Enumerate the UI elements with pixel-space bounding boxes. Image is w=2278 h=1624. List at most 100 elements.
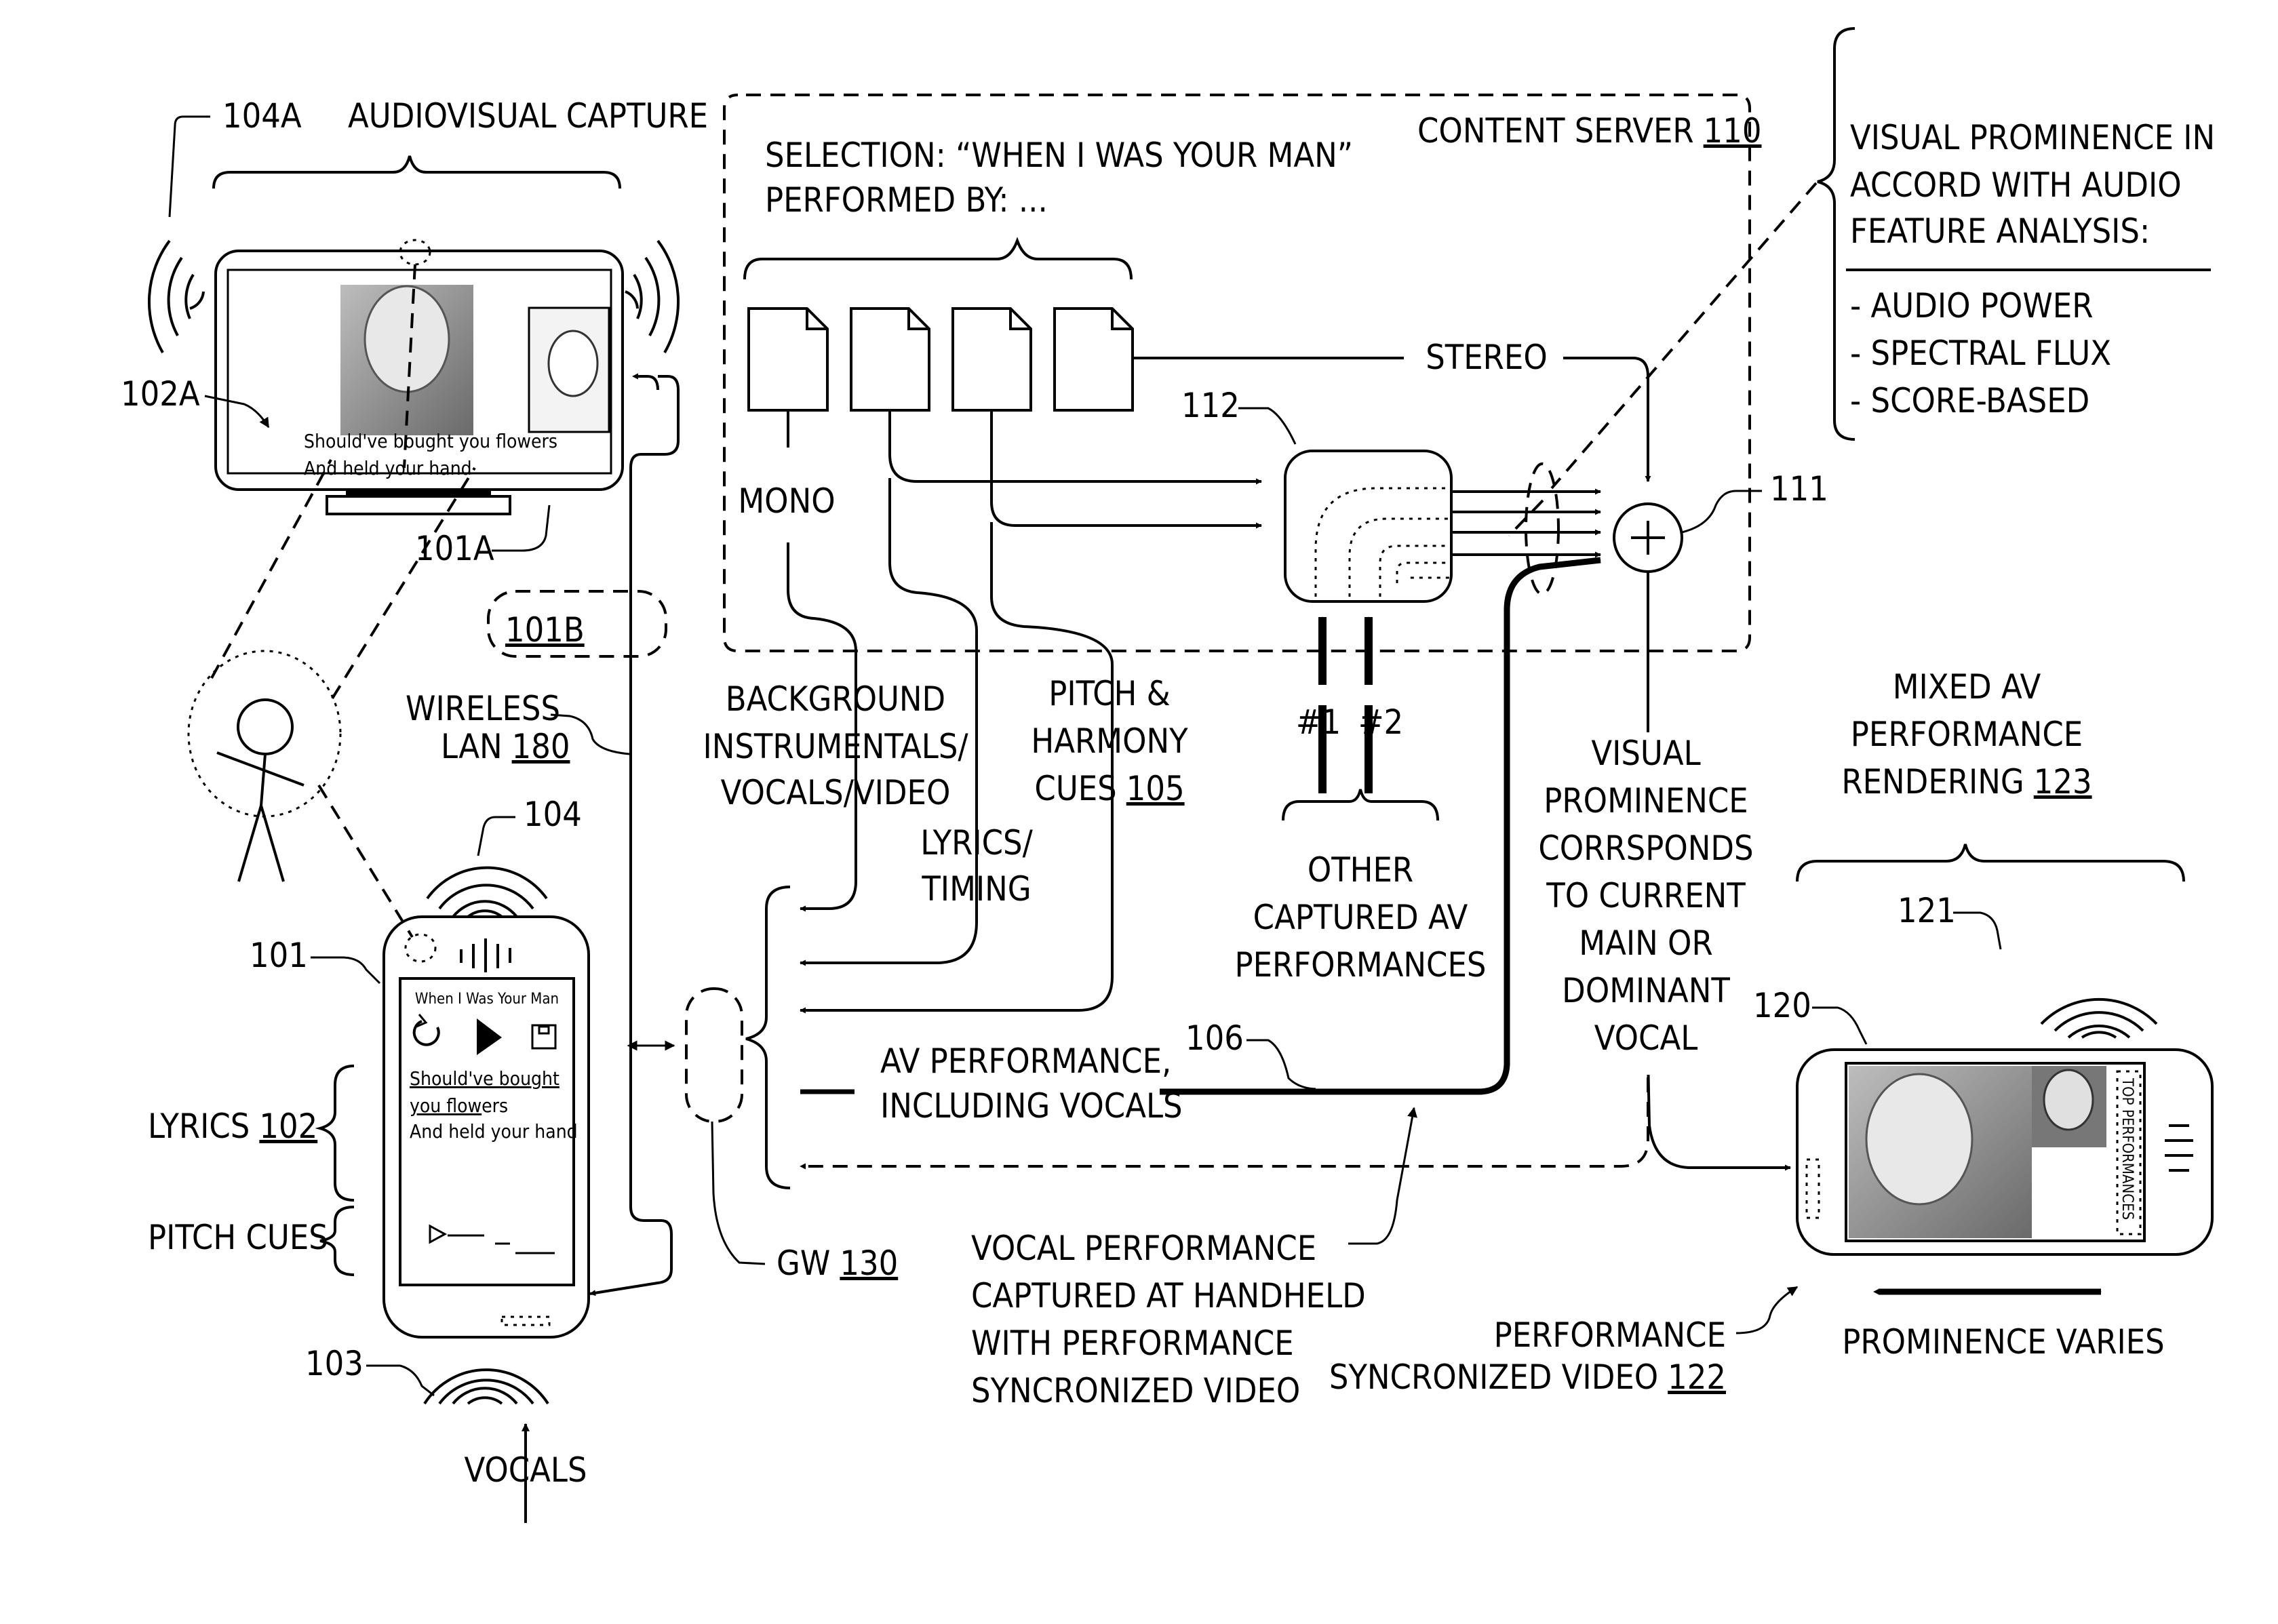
content-server-box — [724, 95, 1750, 651]
label-other-3: PERFORMANCES — [1235, 945, 1487, 985]
ref-101b: 101B — [505, 610, 585, 650]
label-lan: LAN180 — [441, 727, 570, 766]
label-bg-3: VOCALS/VIDEO — [721, 773, 951, 812]
sight-to-phone — [319, 785, 412, 937]
label-gw-text: GW — [777, 1244, 830, 1283]
label-lyrics-timing-1: LYRICS/ — [920, 823, 1033, 863]
refresh-icon — [414, 1021, 439, 1045]
handheld-display: TOP PERFORMANCES — [1797, 1050, 2212, 1254]
label-lyrics-ref: 102 — [259, 1107, 317, 1146]
leader-103 — [366, 1366, 434, 1395]
label-gw-ref: 130 — [840, 1244, 898, 1283]
leader-106 — [1246, 1040, 1316, 1089]
label-feature-1: - AUDIO POWER — [1850, 286, 2093, 325]
label-vp-2: PROMINENCE — [1544, 781, 1748, 820]
label-vis-prom-3: FEATURE ANALYSIS: — [1850, 212, 2150, 251]
label-other-2: CAPTURED AV — [1253, 898, 1468, 937]
label-pitch-3: CUES 105 — [1034, 769, 1184, 808]
document-icon — [953, 309, 1031, 410]
label-perf1: #1 — [1296, 702, 1341, 742]
document-icon — [851, 309, 929, 410]
label-mixed-ref: 123 — [2034, 762, 2092, 801]
stereo-to-mix — [1563, 358, 1648, 481]
label-vocal-perf-3: WITH PERFORMANCE — [971, 1324, 1294, 1363]
sight-to-tv-left — [212, 460, 331, 678]
document-icon — [749, 309, 827, 410]
phone-song-title: When I Was Your Man — [415, 991, 559, 1008]
ref-101: 101 — [250, 936, 308, 975]
ref-112: 112 — [1181, 386, 1240, 425]
selection-line2: PERFORMED BY: ... — [765, 180, 1048, 220]
label-psv-ref: 122 — [1668, 1358, 1726, 1397]
phone-lyric-2: you flowers — [410, 1094, 508, 1117]
tv-lyric-line1: Should've bought you flowers — [304, 430, 557, 452]
label-mixed-text: RENDERING — [1841, 762, 2024, 801]
label-vp-1: VISUAL — [1591, 734, 1700, 773]
brace-selection — [745, 241, 1131, 279]
label-av-1: AV PERFORMANCE, — [880, 1042, 1171, 1081]
brace-pitch — [320, 1207, 354, 1275]
leader-101 — [311, 957, 380, 983]
label-content-server: CONTENT SERVER110 — [1417, 111, 1762, 151]
label-content-server-text: CONTENT SERVER — [1417, 111, 1694, 151]
ref-111: 111 — [1770, 469, 1828, 509]
label-lyrics-timing-2: TIMING — [921, 869, 1031, 909]
leader-104 — [478, 817, 515, 856]
wireless-link — [590, 376, 678, 1294]
label-mixed-3: RENDERING 123 — [1841, 762, 2092, 801]
label-vocals: VOCALS — [464, 1450, 587, 1490]
sight-to-tv-right — [332, 468, 475, 698]
document-icon — [1055, 309, 1133, 410]
ref-103: 103 — [305, 1344, 364, 1383]
label-vis-prom-2: ACCORD WITH AUDIO — [1850, 165, 2182, 205]
label-av-2: INCLUDING VOCALS — [880, 1086, 1183, 1126]
brace-audiovisual — [214, 156, 620, 189]
label-feature-2: - SPECTRAL FLUX — [1850, 334, 2111, 373]
label-lyrics: LYRICS102 — [148, 1107, 317, 1146]
leader-vocal-perf — [1348, 1108, 1414, 1244]
tv-display: Should've bought you flowers And held yo… — [216, 240, 623, 514]
phone-lyric-2b: ers — [482, 1094, 508, 1117]
mixer-112 — [1285, 451, 1451, 601]
ref-121: 121 — [1898, 891, 1956, 930]
phone-lyric-2a: you flow — [410, 1094, 482, 1117]
label-psv-2: SYNCRONIZED VIDEO122 — [1329, 1358, 1726, 1397]
ref-101a: 101A — [415, 529, 494, 568]
leader-gw — [712, 1122, 765, 1264]
ref-106: 106 — [1185, 1018, 1244, 1058]
label-mixed-1: MIXED AV — [1893, 667, 2041, 707]
speaker-waves-icon — [2041, 999, 2157, 1037]
leader-101a — [492, 505, 549, 551]
brace-lyrics — [320, 1066, 354, 1200]
brace-mixed — [1797, 844, 2184, 882]
label-audiovisual-capture: AUDIOVISUAL CAPTURE — [348, 96, 708, 136]
save-icon — [532, 1025, 555, 1048]
phone-device: When I Was Your Man Should've bought you… — [384, 917, 589, 1337]
leader-psv — [1736, 1287, 1797, 1333]
label-vp-4: TO CURRENT — [1546, 876, 1746, 915]
leader-112 — [1238, 408, 1295, 444]
ref-104a: 104A — [222, 96, 302, 136]
label-perf2: #2 — [1358, 702, 1403, 742]
phone-lyric-3: And held your hand — [410, 1120, 578, 1143]
brace-gateway — [746, 887, 790, 1188]
label-lyrics-text: LYRICS — [148, 1107, 250, 1146]
speaker-waves-icon — [425, 1370, 548, 1404]
label-bg-2: INSTRUMENTALS/ — [703, 727, 968, 766]
label-pitch-text: CUES — [1034, 769, 1116, 808]
tv-lyric-line2: And held your hand — [304, 457, 472, 479]
label-pitch-ref: 105 — [1126, 769, 1185, 808]
label-vocal-perf-2: CAPTURED AT HANDHELD — [971, 1276, 1366, 1315]
label-psv-1: PERFORMANCE — [1494, 1315, 1726, 1355]
brace-other — [1283, 789, 1438, 820]
label-vocal-perf-4: SYNCRONIZED VIDEO — [971, 1371, 1300, 1410]
play-icon — [477, 1018, 502, 1055]
label-wireless: WIRELESS — [406, 689, 560, 728]
label-vp-6: DOMINANT — [1562, 971, 1730, 1010]
stick-figure-icon — [189, 651, 340, 882]
label-mixed-2: PERFORMANCE — [1851, 715, 2083, 754]
label-content-server-ref: 110 — [1704, 111, 1762, 151]
label-vp-7: VOCAL — [1594, 1018, 1698, 1058]
label-vis-prom-1: VISUAL PROMINENCE IN — [1850, 118, 2215, 157]
label-pitch-2: HARMONY — [1031, 721, 1188, 761]
